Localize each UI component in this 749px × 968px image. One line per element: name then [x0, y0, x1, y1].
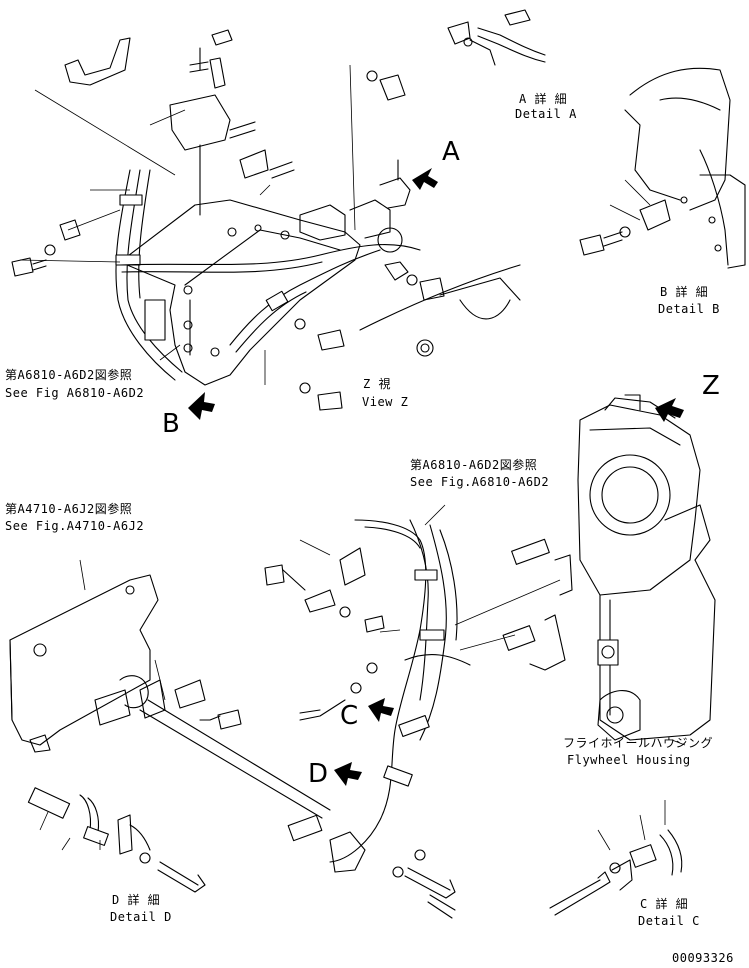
bottom-bolts: [392, 849, 456, 919]
marker-a: A: [442, 137, 460, 167]
top-housing-assembly: [11, 29, 521, 411]
flywheel-housing-label-jp: フライホイールハウジング: [563, 736, 714, 750]
detail-a-label-jp: A 詳 細: [519, 92, 568, 106]
arrow-c: [368, 698, 394, 722]
marker-c: C: [340, 701, 359, 731]
arrow-z: [655, 398, 684, 422]
detail-a-label-en: Detail A: [515, 107, 577, 121]
drawing-number: 00093326: [672, 951, 734, 965]
detail-d-label-jp: D 詳 細: [112, 893, 161, 907]
detail-b-drawing: [579, 67, 746, 269]
view-z-label-en: View Z: [362, 395, 409, 409]
detail-a-drawing: [447, 9, 546, 66]
detail-c-drawing: [549, 800, 683, 916]
detail-d-drawing: [27, 787, 206, 893]
mid-fig-ref-en: See Fig.A6810-A6D2: [410, 475, 550, 489]
detail-d-label-en: Detail D: [110, 910, 172, 924]
top-fig-ref-jp: 第A6810-A6D2図参照: [5, 368, 133, 382]
marker-z: Z: [702, 371, 720, 401]
top-fig-ref-en: See Fig A6810-A6D2: [5, 386, 145, 400]
left-fig-ref-en: See Fig.A4710-A6J2: [5, 519, 145, 533]
detail-c-label-en: Detail C: [638, 914, 700, 928]
left-fig-ref-jp: 第A4710-A6J2図参照: [5, 502, 133, 516]
arrow-a: [412, 168, 438, 190]
flywheel-housing-drawing: [577, 394, 716, 746]
mid-fig-ref-jp: 第A6810-A6D2図参照: [410, 458, 538, 472]
marker-d: D: [308, 759, 329, 789]
detail-c-label-jp: C 詳 細: [640, 897, 689, 911]
left-plate-assembly: [9, 559, 331, 819]
marker-b: B: [162, 409, 180, 439]
arrow-d: [334, 762, 362, 786]
detail-b-label-jp: B 詳 細: [660, 285, 709, 299]
arrow-b: [188, 392, 215, 420]
flywheel-housing-label-en: Flywheel Housing: [567, 753, 691, 767]
detail-b-label-en: Detail B: [658, 302, 720, 316]
view-z-label-jp: Z 視: [363, 377, 391, 391]
center-harness-assembly: [264, 504, 573, 873]
